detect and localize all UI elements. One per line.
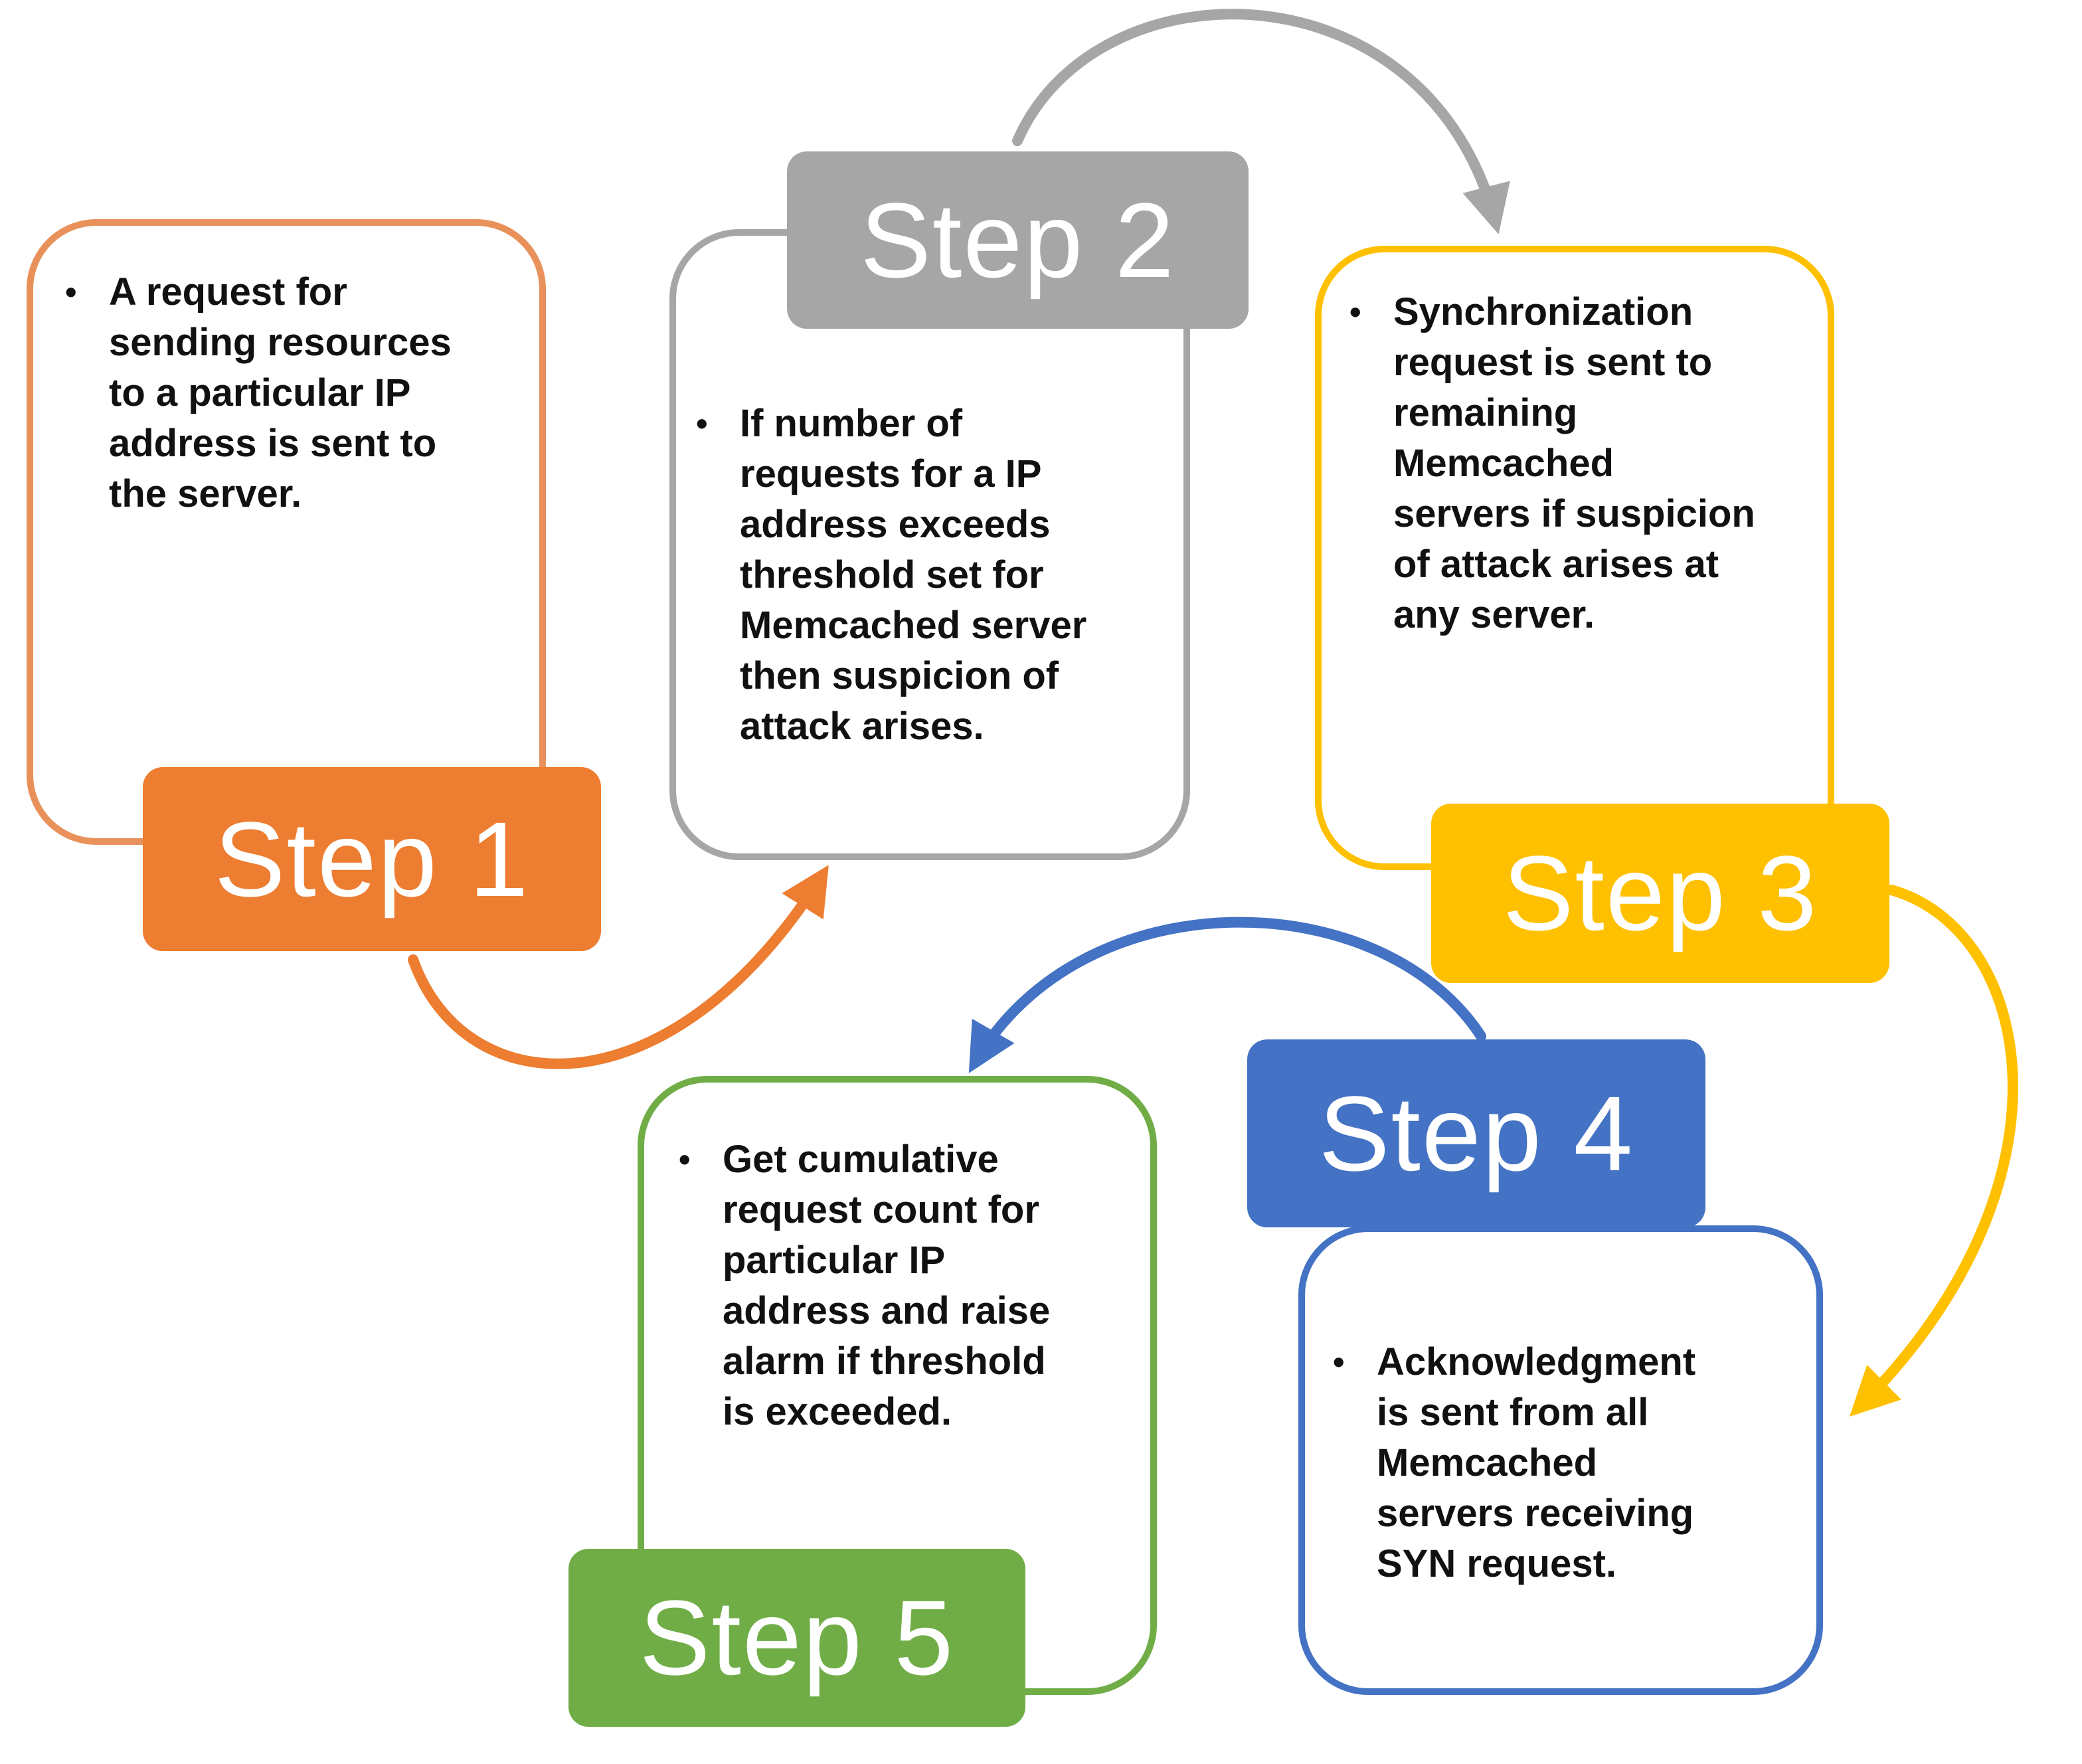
- step-4-text: Acknowledgment is sent from all Memcache…: [1377, 1340, 1696, 1585]
- step-3-bullet: •: [1349, 294, 1361, 331]
- step-3-text: Synchronization request is sent to remai…: [1393, 290, 1755, 636]
- step-4-content-box: • Acknowledgment is sent from all Memcac…: [1298, 1225, 1823, 1695]
- step-3-content-box: • Synchronization request is sent to rem…: [1315, 246, 1834, 870]
- step-1-text: A request for sending resources to a par…: [109, 270, 452, 515]
- step-4-bullet: •: [1333, 1344, 1345, 1381]
- step-2-bullet: •: [696, 405, 708, 442]
- step-1-content-box: • A request for sending resources to a p…: [27, 219, 546, 845]
- step-5-label: Step 5: [568, 1549, 1025, 1727]
- step-2-label: Step 2: [787, 151, 1249, 329]
- step-2-text: If number of requests for a IP address e…: [740, 402, 1087, 748]
- step-5-bullet: •: [679, 1141, 691, 1178]
- step-3-label: Step 3: [1431, 804, 1889, 983]
- step-1-bullet: •: [65, 274, 77, 311]
- step-1-label: Step 1: [143, 767, 601, 951]
- step-2-content-box: • If number of requests for a IP address…: [669, 229, 1190, 860]
- step-5-text: Get cumulative request count for particu…: [723, 1138, 1051, 1433]
- step-4-label: Step 4: [1247, 1039, 1705, 1227]
